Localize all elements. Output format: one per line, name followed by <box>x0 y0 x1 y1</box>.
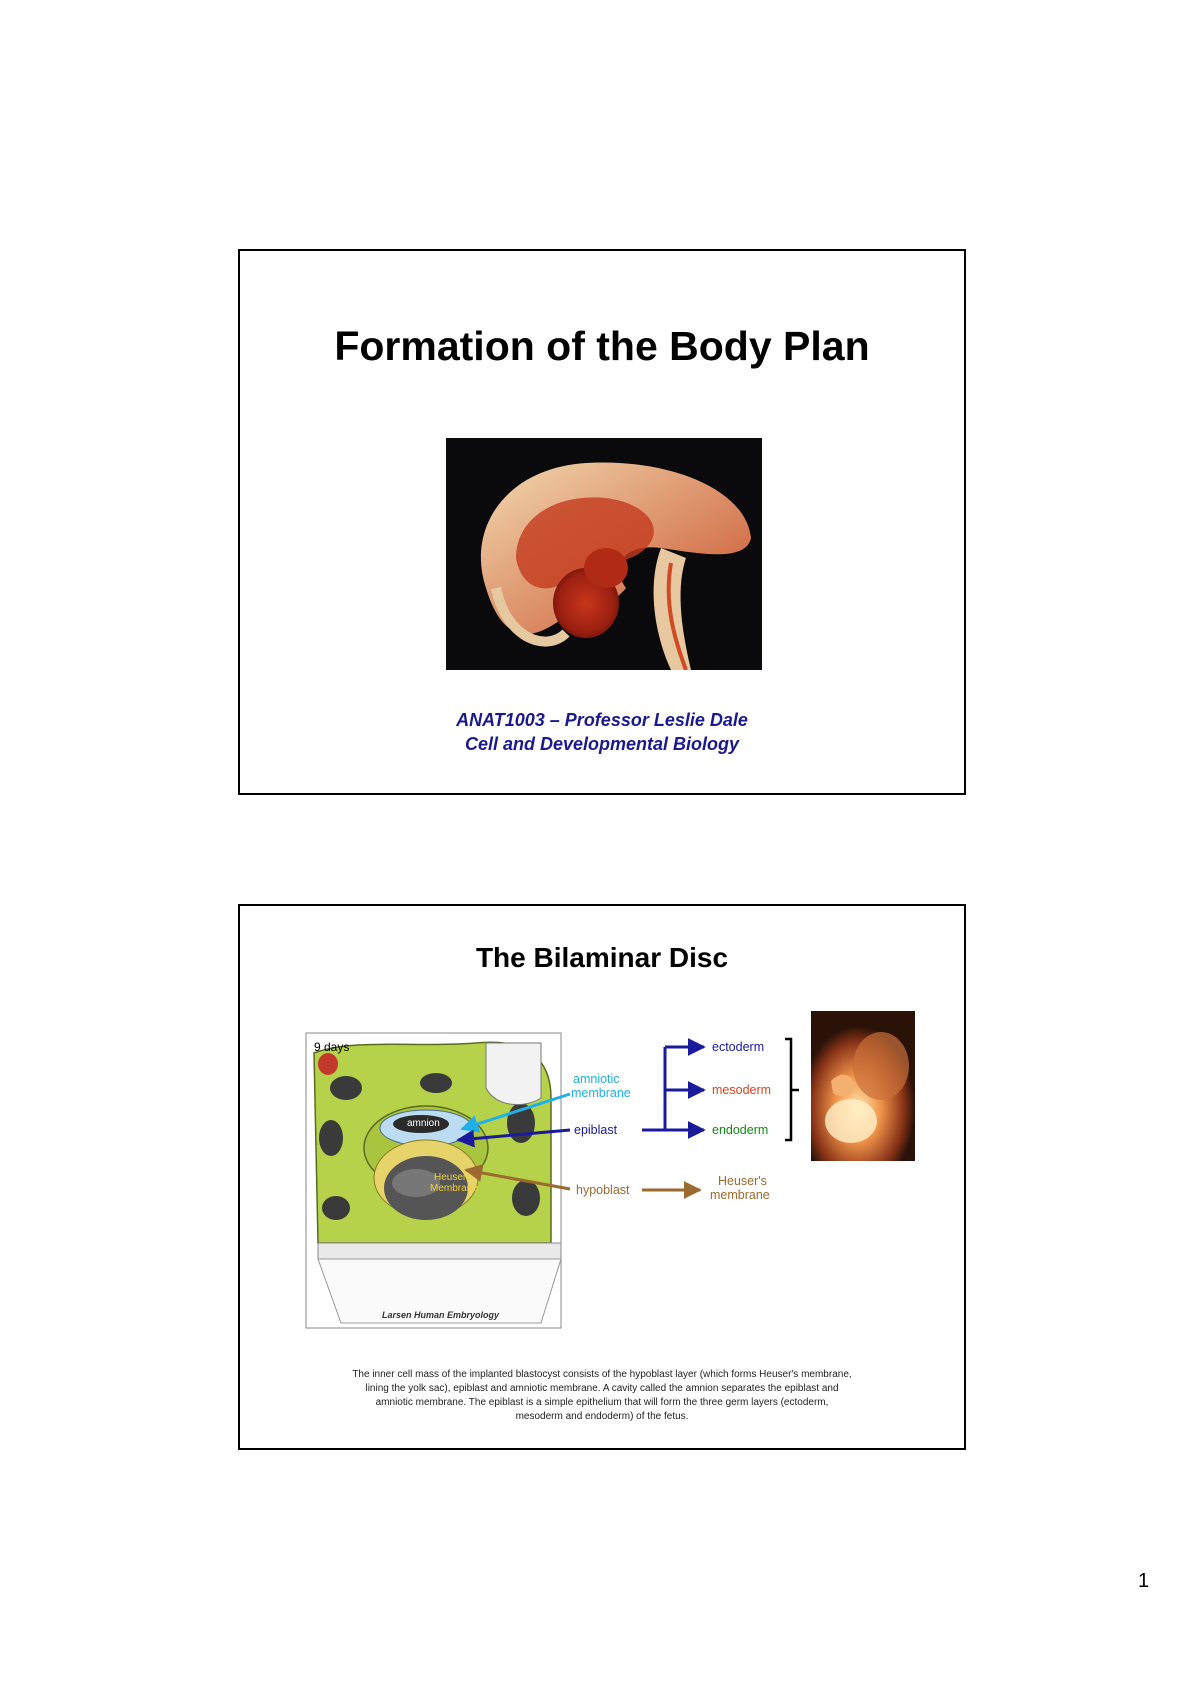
bilaminar-disc-diagram: 9 days amnion Heuser's Membrane Larsen H… <box>296 1028 566 1338</box>
caption-line: amniotic membrane. The epiblast is a sim… <box>375 1397 829 1408</box>
department-line: Cell and Developmental Biology <box>464 734 740 754</box>
heusers-inner-label-2: Membrane <box>430 1183 478 1194</box>
diagram-credit: Larsen Human Embryology <box>382 1310 500 1320</box>
day-label: 9 days <box>314 1040 350 1054</box>
connector-arrows <box>456 1037 799 1199</box>
heusers-label-2: membrane <box>710 1188 770 1202</box>
amnion-label: amnion <box>407 1118 440 1129</box>
mesoderm-label: mesoderm <box>712 1083 772 1097</box>
caption-line: lining the yolk sac), epiblast and amnio… <box>365 1383 839 1394</box>
ectoderm-label: ectoderm <box>712 1040 765 1054</box>
page-number: 1 <box>1138 1570 1150 1592</box>
slide-1: Formation of the Body Plan <box>238 249 966 795</box>
fetus-photo <box>811 1011 915 1161</box>
caption-line: The inner cell mass of the implanted bla… <box>352 1369 852 1380</box>
course-line: ANAT1003 – Professor Leslie Dale <box>456 710 748 730</box>
slide-2-title: The Bilaminar Disc <box>475 942 729 973</box>
slide-1-title: Formation of the Body Plan <box>334 323 870 369</box>
amniotic-label-2: membrane <box>571 1086 631 1100</box>
heusers-label-1: Heuser's <box>718 1174 767 1188</box>
slide-2: The Bilaminar Disc 9 days amnion Heuser'… <box>238 904 966 1450</box>
caption-line: mesoderm and endoderm) of the fetus. <box>515 1411 689 1422</box>
amniotic-label-1: amniotic <box>573 1072 620 1086</box>
embryo-photo <box>446 438 762 670</box>
heusers-inner-label-1: Heuser's <box>434 1172 474 1183</box>
slide-2-caption: The inner cell mass of the implanted bla… <box>290 1368 914 1424</box>
hypoblast-label: hypoblast <box>576 1183 630 1197</box>
endoderm-label: endoderm <box>712 1123 769 1137</box>
epiblast-label: epiblast <box>574 1123 618 1137</box>
